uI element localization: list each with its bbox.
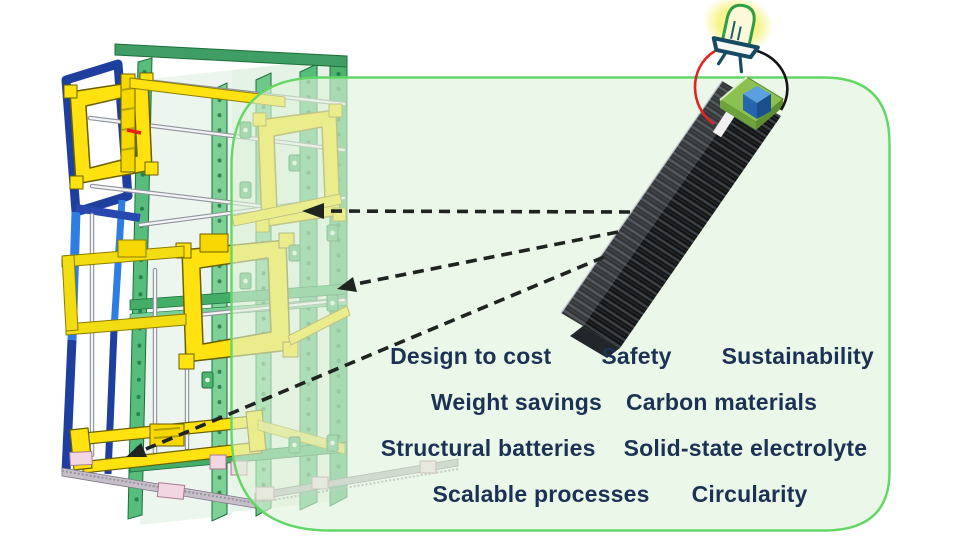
arrow-head-2 [337,277,357,292]
arrow-head-3 [126,443,147,457]
terminal-cube [743,86,771,119]
led-circuit [693,0,789,126]
red-mark [126,128,142,135]
panel-background [230,76,891,532]
arrow-line-1 [321,209,631,214]
arrow-head-1 [302,203,324,219]
led-bulb-icon [702,0,774,74]
arrow-line-3 [145,255,605,451]
arrow-line-2 [355,230,619,286]
carbon-fiber-beam [560,76,784,358]
wire-red [693,49,716,126]
annotation-arrows [126,203,631,457]
